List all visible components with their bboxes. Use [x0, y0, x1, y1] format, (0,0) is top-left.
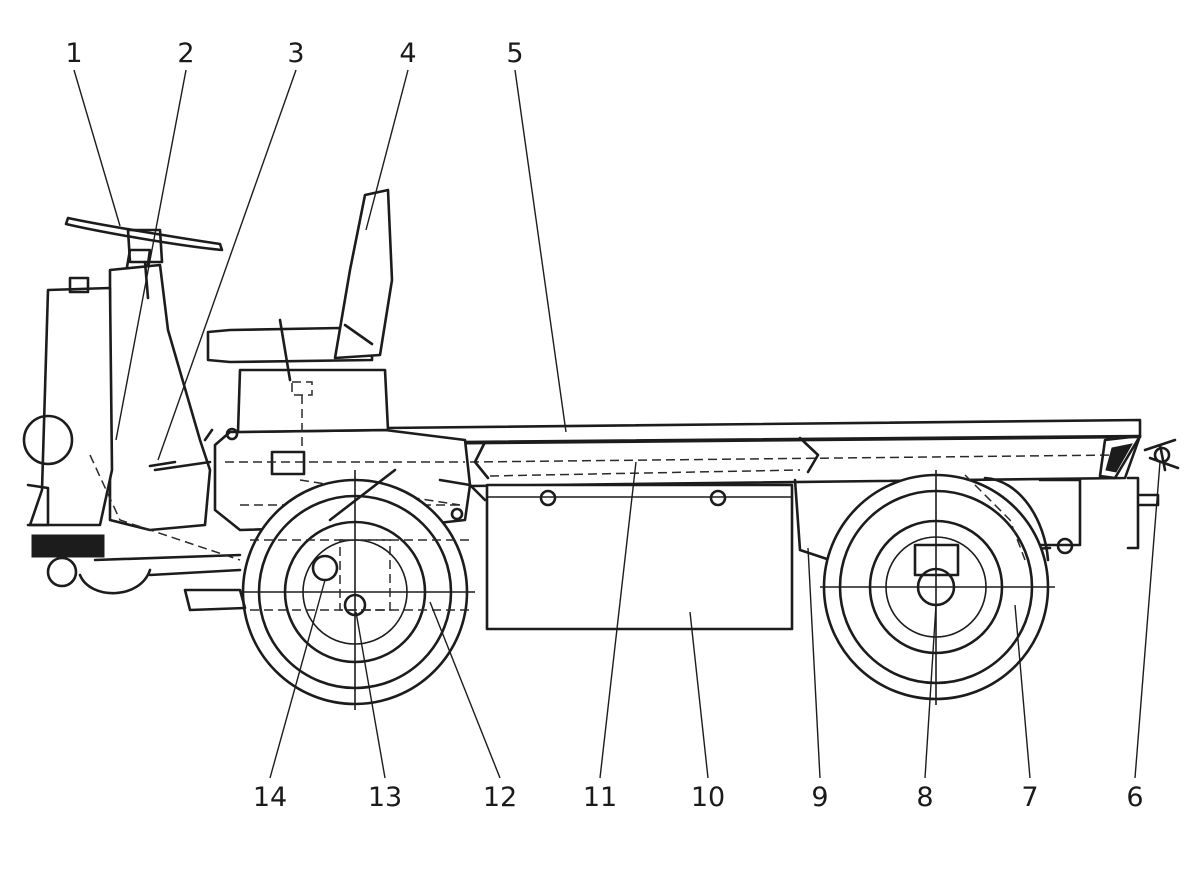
- callout-label-7: 7: [1021, 782, 1038, 813]
- front-housing: [22, 276, 242, 595]
- callout-label-12: 12: [483, 782, 517, 813]
- front-wheel: [183, 468, 475, 710]
- callout-label-8: 8: [916, 782, 933, 813]
- callout-label-6: 6: [1126, 782, 1143, 813]
- towing-coupling: [1143, 438, 1180, 472]
- callout-label-5: 5: [506, 38, 523, 69]
- callout-leaders: [73, 69, 1161, 779]
- driver-seat: [206, 188, 394, 448]
- callout-label-2: 2: [177, 38, 194, 69]
- callout-labels: 1 2 3 4 5 6 7 8 9 10 11 12 13 14: [65, 38, 1143, 813]
- callout-label-14: 14: [253, 782, 287, 813]
- steering-column: [98, 248, 212, 532]
- rear-wheel: [820, 470, 1055, 705]
- cargo-platform: [383, 418, 1142, 488]
- battery-box: [485, 483, 794, 631]
- callout-label-13: 13: [368, 782, 402, 813]
- callout-label-4: 4: [399, 38, 416, 69]
- callout-label-11: 11: [583, 782, 617, 813]
- callout-label-9: 9: [811, 782, 828, 813]
- callout-label-3: 3: [287, 38, 304, 69]
- callout-label-10: 10: [691, 782, 725, 813]
- callout-label-1: 1: [65, 38, 82, 69]
